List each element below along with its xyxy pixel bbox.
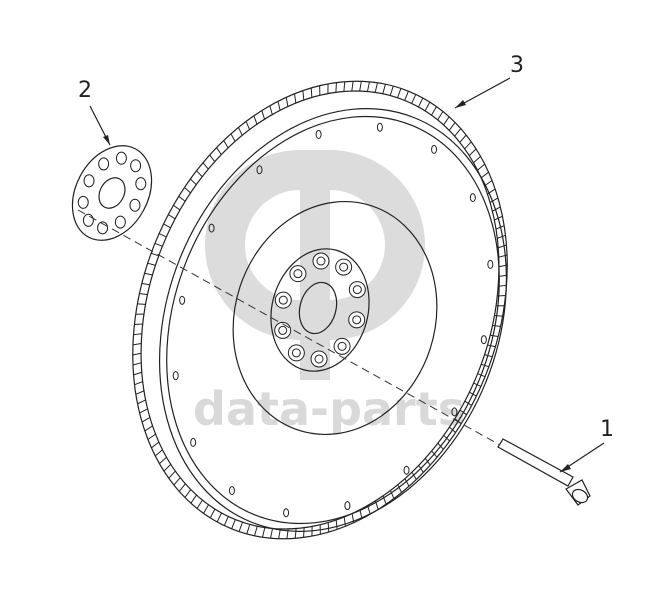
center-axis xyxy=(77,209,501,446)
watermark: data-parts xyxy=(193,150,465,436)
callout-2: 2 xyxy=(78,78,111,146)
clutch-face xyxy=(232,200,438,436)
hub-bolts xyxy=(274,252,366,368)
callout-1: 1 xyxy=(559,417,614,473)
callout-3: 3 xyxy=(454,53,524,109)
flywheel-face-inner xyxy=(166,115,500,525)
callout-1-number: 1 xyxy=(600,417,614,442)
hub-boss xyxy=(270,248,370,372)
washer-plate xyxy=(71,145,153,241)
ring-gear-teeth xyxy=(132,81,508,539)
rim-bolt-holes xyxy=(172,122,494,518)
flywheel-face xyxy=(158,108,508,532)
bolt xyxy=(497,438,591,506)
washer-holes xyxy=(77,151,147,235)
ring-gear-root xyxy=(140,90,500,530)
watermark-text: data-parts xyxy=(193,382,465,436)
callout-2-number: 2 xyxy=(78,78,92,103)
callout-3-number: 3 xyxy=(510,53,524,78)
ring-gear-outer xyxy=(132,80,508,540)
hub-bore xyxy=(298,281,338,335)
flywheel xyxy=(132,80,508,540)
